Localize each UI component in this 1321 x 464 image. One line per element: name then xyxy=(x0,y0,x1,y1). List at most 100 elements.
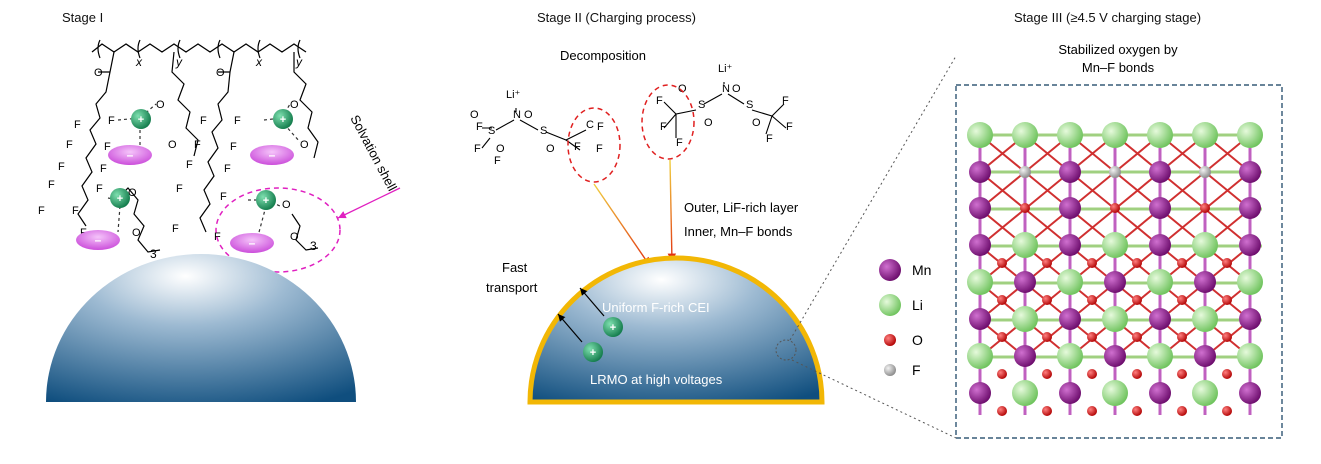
fast-transport-label-1: Fast xyxy=(502,260,528,275)
li-atom xyxy=(1192,380,1218,406)
o-atom xyxy=(1020,203,1030,213)
cei-label: Uniform F-rich CEI xyxy=(602,300,710,315)
mn-atom xyxy=(969,308,991,330)
stage-2-panel: Decomposition Li⁺ N S S O O O O F F F F … xyxy=(470,48,957,439)
f-atom xyxy=(1109,166,1121,178)
li-cation xyxy=(256,190,276,210)
f-atom xyxy=(1199,166,1211,178)
svg-text:–: – xyxy=(269,148,276,162)
o-atom xyxy=(1222,258,1232,268)
subscript-y1: y xyxy=(175,55,183,69)
o-atom xyxy=(1042,406,1052,416)
o-atom xyxy=(1222,369,1232,379)
subscript-x2: x xyxy=(255,55,263,69)
atom-f: F xyxy=(48,179,55,191)
zoom-line-top xyxy=(789,55,957,341)
o-atom xyxy=(1132,258,1142,268)
li-atom xyxy=(1147,343,1173,369)
mn-atom xyxy=(1194,271,1216,293)
li-ion-label: Li⁺ xyxy=(718,63,733,75)
subscript-3: 3 xyxy=(150,247,157,261)
stabilized-label-line2: Mn–F bonds xyxy=(1082,60,1155,75)
li-atom xyxy=(1192,122,1218,148)
svg-text:O: O xyxy=(704,117,713,129)
atom-f: F xyxy=(186,159,193,171)
fast-transport-label-2: transport xyxy=(486,280,538,295)
atom-f: F xyxy=(100,163,107,175)
mn-atom xyxy=(969,382,991,404)
mn-atom xyxy=(1104,271,1126,293)
o-atom xyxy=(1087,332,1097,342)
svg-text:S: S xyxy=(698,99,705,111)
atom-f: F xyxy=(104,141,111,153)
svg-text:F: F xyxy=(660,121,667,133)
atom-o: O xyxy=(282,199,291,211)
svg-text:–: – xyxy=(249,236,256,250)
decomposition-label: Decomposition xyxy=(560,48,646,63)
zoom-line-bottom xyxy=(791,359,957,439)
mn-atom xyxy=(969,161,991,183)
li-cation xyxy=(131,109,151,129)
li-legend-icon xyxy=(879,294,901,316)
li-atom xyxy=(967,122,993,148)
anion-group: –– –– xyxy=(76,145,294,253)
o-atom xyxy=(1042,332,1052,342)
o-atom xyxy=(1087,295,1097,305)
o-atom xyxy=(1087,369,1097,379)
mn-atom xyxy=(1014,271,1036,293)
li-cation xyxy=(583,342,603,362)
atom-o: O xyxy=(128,187,137,199)
li-atom xyxy=(1012,380,1038,406)
f-legend-icon xyxy=(884,364,896,376)
li-atom xyxy=(1237,122,1263,148)
o-atom xyxy=(1177,369,1187,379)
transport-arrow xyxy=(557,313,583,343)
li-atom xyxy=(1192,306,1218,332)
o-atom xyxy=(1222,332,1232,342)
cf3-highlight-left xyxy=(567,107,621,183)
svg-text:F: F xyxy=(596,143,603,155)
stage-3-title: Stage III (≥4.5 V charging stage) xyxy=(1014,10,1202,25)
mn-atom xyxy=(1059,382,1081,404)
o-atom xyxy=(1200,203,1210,213)
o-atom xyxy=(1177,332,1187,342)
subscript-x1: x xyxy=(135,55,143,69)
li-atom xyxy=(1012,232,1038,258)
atom-o: O xyxy=(168,139,177,151)
atom-o: O xyxy=(290,231,299,243)
legend-mn: Mn xyxy=(912,262,931,278)
atom-o: O xyxy=(156,99,165,111)
o-atom xyxy=(1177,406,1187,416)
stabilized-label-line1: Stabilized oxygen by xyxy=(1058,42,1178,57)
li-atom xyxy=(1057,343,1083,369)
crystal-inset-frame xyxy=(955,84,1283,439)
li-cation xyxy=(273,109,293,129)
cf3-highlight-right xyxy=(641,84,695,160)
atom-f: F xyxy=(224,163,231,175)
atom-f: F xyxy=(230,141,237,153)
svg-text:+: + xyxy=(610,322,616,334)
o-atom xyxy=(1042,258,1052,268)
cathode-with-cei xyxy=(527,255,825,405)
svg-text:F: F xyxy=(474,143,481,155)
mn-atom xyxy=(1059,234,1081,256)
cathode-particle xyxy=(46,254,356,402)
mn-legend-icon xyxy=(879,259,901,281)
o-atom xyxy=(997,332,1007,342)
mn-atom xyxy=(1239,382,1261,404)
atom-o: O xyxy=(132,227,141,239)
stage-2-title: Stage II (Charging process) xyxy=(537,10,696,25)
svg-text:O: O xyxy=(752,117,761,129)
atom-f: F xyxy=(108,115,115,127)
svg-text:O: O xyxy=(678,83,687,95)
atom-f: F xyxy=(194,139,201,151)
o-atom xyxy=(1132,369,1142,379)
svg-text:S: S xyxy=(488,125,495,137)
anion xyxy=(230,233,274,253)
li-atom xyxy=(1102,232,1128,258)
svg-text:O: O xyxy=(496,143,505,155)
solvation-shell-label: Solvation shell xyxy=(347,112,400,193)
mn-atom xyxy=(1149,308,1171,330)
svg-text:F: F xyxy=(656,95,663,107)
atom-o: O xyxy=(216,67,225,79)
